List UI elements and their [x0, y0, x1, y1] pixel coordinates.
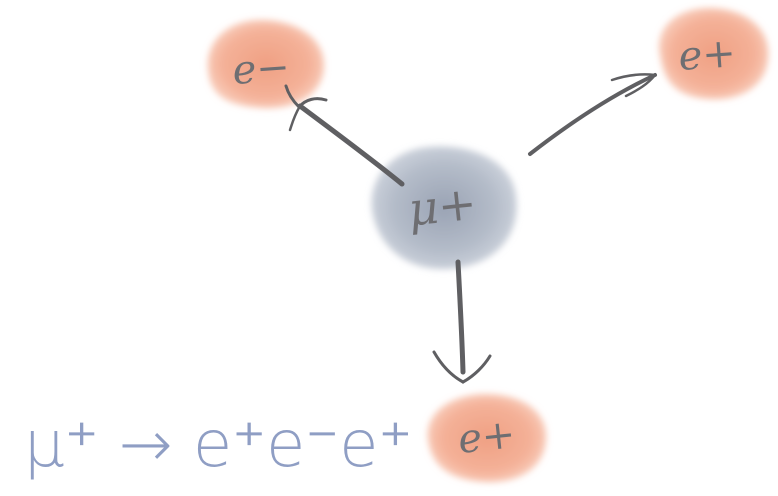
- arrow-to-electron: [284, 84, 405, 187]
- arrow-to-positron-lower: [432, 259, 492, 384]
- positron-label-bottom: e+: [456, 411, 518, 463]
- electron-label: e−: [231, 44, 291, 94]
- decay-formula: μ⁺ → e⁺e⁻e⁺: [24, 408, 412, 482]
- positron-blob-upper-right: [659, 7, 769, 100]
- muon-blob: [371, 146, 517, 270]
- muon-label: μ+: [405, 176, 479, 237]
- positron-blob-bottom: [427, 394, 547, 483]
- electron-blob: [207, 19, 325, 109]
- positron-label-upper-right: e+: [677, 30, 737, 80]
- arrow-to-positron-upper: [528, 73, 657, 156]
